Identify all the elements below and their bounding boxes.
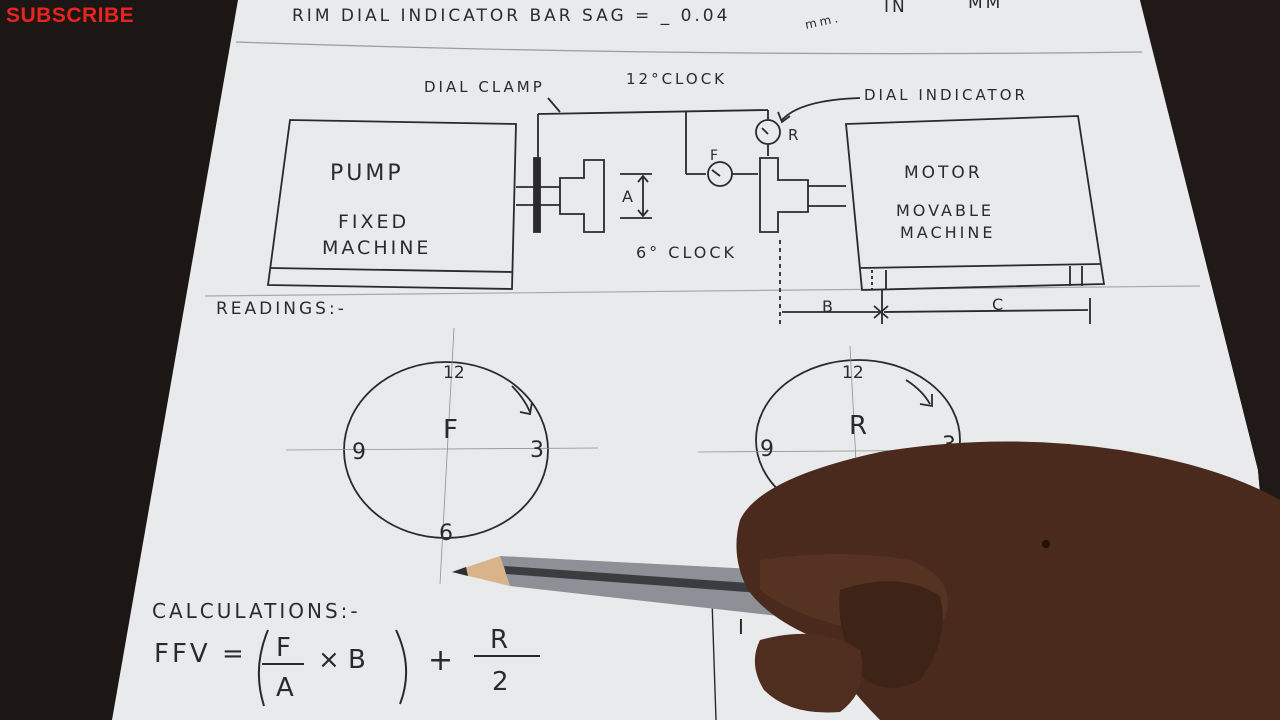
calc-frac1-den: A: [276, 673, 294, 703]
label-machine-left: MACHINE: [322, 237, 431, 259]
label-r: R: [788, 126, 801, 144]
label-dial-clamp: DIAL CLAMP: [424, 78, 545, 96]
dial-f-3: 3: [530, 438, 544, 463]
calc-plus: +: [428, 643, 453, 678]
calc-right-partial: I: [738, 615, 744, 639]
dial-r-12: 12: [842, 363, 864, 383]
calc-times-b: × B: [318, 645, 366, 675]
left-coupling: [559, 159, 605, 233]
alignment-diagram: [266, 97, 1106, 326]
dial-f-label: F: [443, 415, 458, 445]
label-motor: MOTOR: [904, 163, 983, 183]
header-in: IN: [884, 0, 908, 17]
calc-paren-open: [257, 629, 269, 707]
calc-frac1-num: F: [276, 633, 291, 663]
paper-shadow: [1140, 0, 1280, 720]
dial-clamp-bar: [533, 157, 541, 233]
label-dim-c: C: [992, 295, 1006, 314]
paper-fold-top: [235, 41, 1143, 55]
motor-box: [845, 115, 1106, 291]
hand: [736, 441, 1280, 720]
label-6-oclock: 6° CLOCK: [636, 243, 737, 262]
calc-paren-close: [395, 629, 408, 705]
dial-r-9: 9: [760, 437, 774, 462]
header-text: RIM DIAL INDICATOR BAR SAG = _ 0.04: [292, 6, 730, 26]
pump-box: [266, 119, 517, 290]
dial-f-6: 6: [439, 521, 453, 546]
label-12-oclock: 12°CLOCK: [626, 70, 727, 88]
right-coupling: [759, 157, 809, 233]
dial-f-9: 9: [352, 440, 366, 465]
calc-frac2-den: 2: [492, 667, 509, 697]
reading-dial-f: [285, 327, 599, 585]
dial-f-12: 12: [443, 363, 465, 383]
header-mm: MM: [968, 0, 1003, 13]
label-machine-right: MACHINE: [900, 223, 995, 242]
calc-frac2-num: R: [490, 625, 508, 655]
subscribe-overlay[interactable]: SUBSCRIBE: [6, 4, 135, 27]
label-pump: PUMP: [330, 161, 404, 186]
calculations-heading: CALCULATIONS:-: [152, 599, 361, 623]
label-dim-b: B: [822, 297, 836, 316]
label-f: F: [710, 148, 721, 164]
lower-divider: [711, 599, 717, 720]
calc-lhs: FFV =: [154, 639, 247, 669]
label-movable: MOVABLE: [896, 201, 994, 220]
label-fixed: FIXED: [338, 211, 409, 233]
label-dial-indicator: DIAL INDICATOR: [864, 86, 1028, 104]
dial-r-label: R: [849, 411, 867, 441]
label-dim-a: A: [622, 187, 636, 206]
paper-fold-mid: [204, 285, 1201, 297]
readings-heading: READINGS:-: [216, 299, 347, 319]
